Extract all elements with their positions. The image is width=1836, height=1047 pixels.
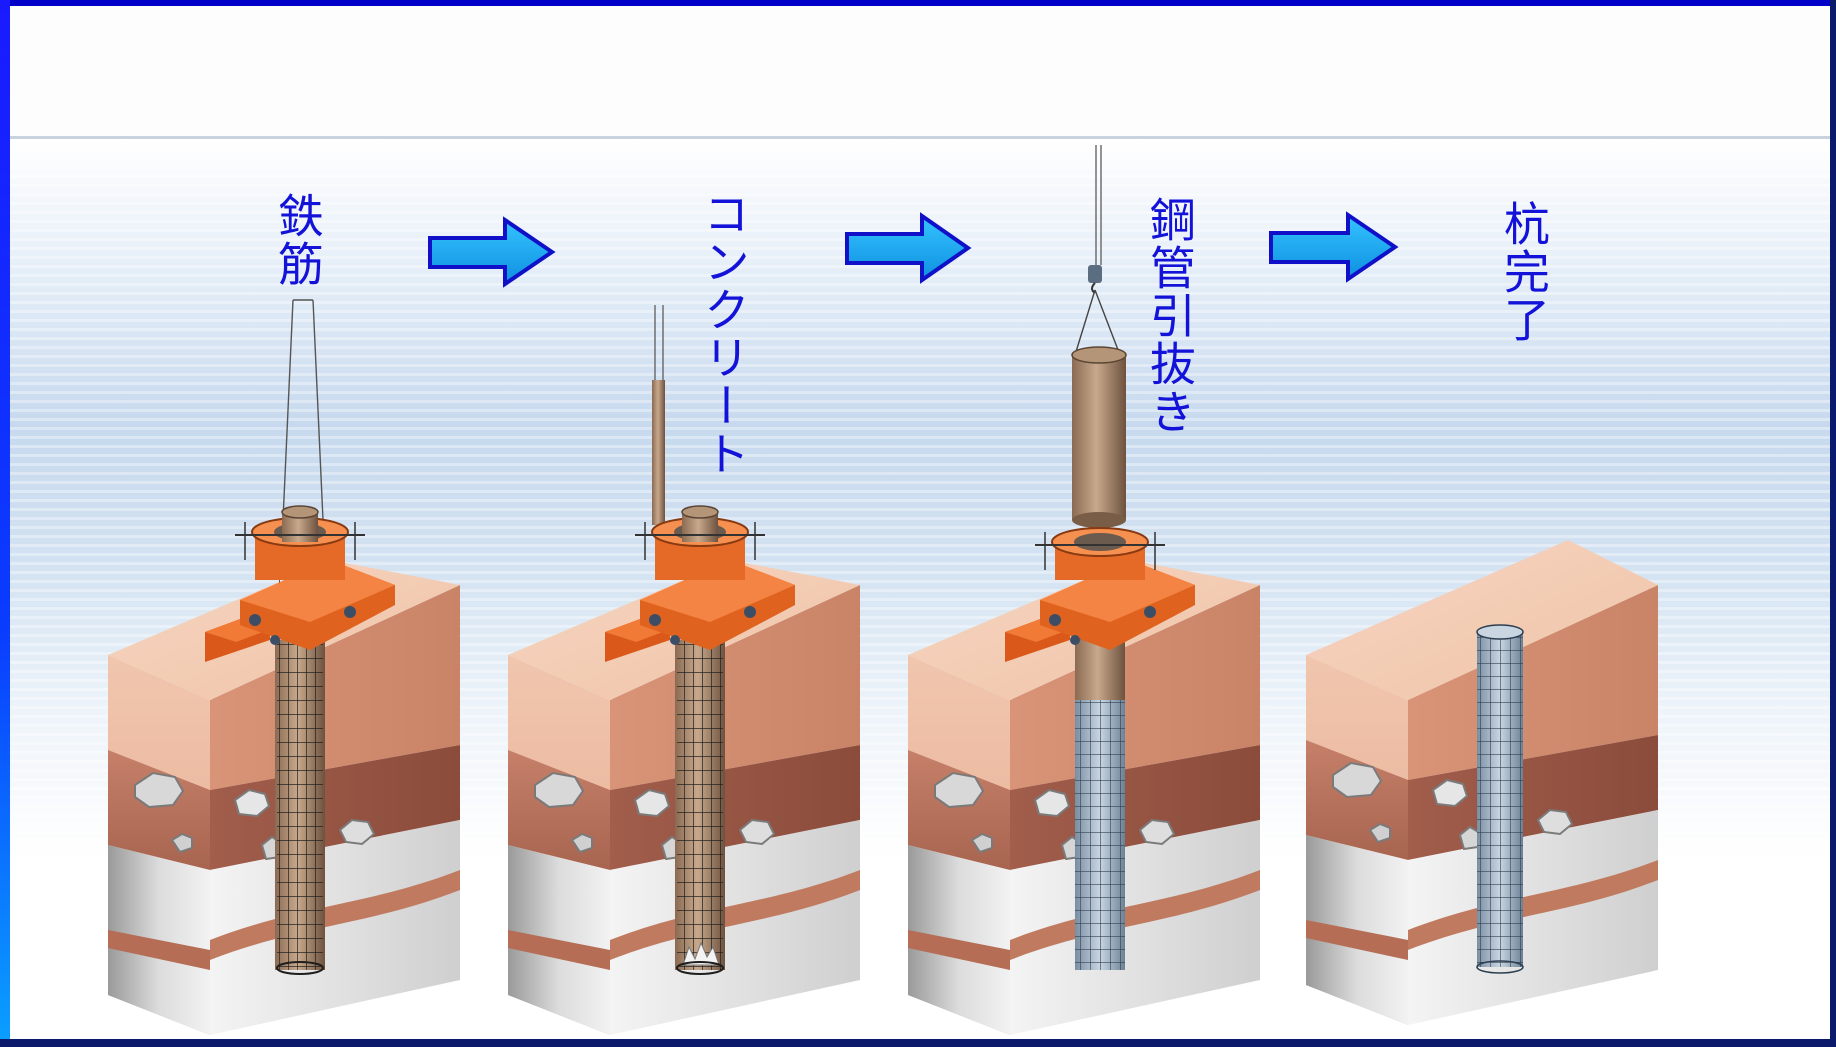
- soil-block-3: [908, 560, 1260, 1035]
- step-1-equipment: [205, 299, 395, 975]
- bottom-border: [0, 1039, 1836, 1047]
- step-label-pile-complete: 杭完了: [1496, 200, 1551, 344]
- arrow-1: [428, 216, 556, 288]
- arrow-3: [1269, 211, 1399, 283]
- header-rule: [10, 136, 1830, 139]
- step-label-concrete: コンクリート: [696, 190, 751, 478]
- soil-block-4: [1306, 540, 1658, 1025]
- step-label-rebar: 鉄筋: [270, 192, 325, 288]
- left-border: [0, 0, 10, 1047]
- step-4-pile: [1476, 624, 1524, 974]
- soil-block-1: [108, 560, 460, 1035]
- step-label-casing-extraction: 鋼管引抜き: [1142, 196, 1197, 436]
- right-border: [1830, 0, 1836, 1047]
- header-band: [10, 6, 1830, 136]
- step-3-equipment: [1005, 145, 1195, 970]
- arrow-2: [845, 212, 972, 284]
- top-border: [0, 0, 1836, 6]
- step-2-equipment: [605, 305, 795, 975]
